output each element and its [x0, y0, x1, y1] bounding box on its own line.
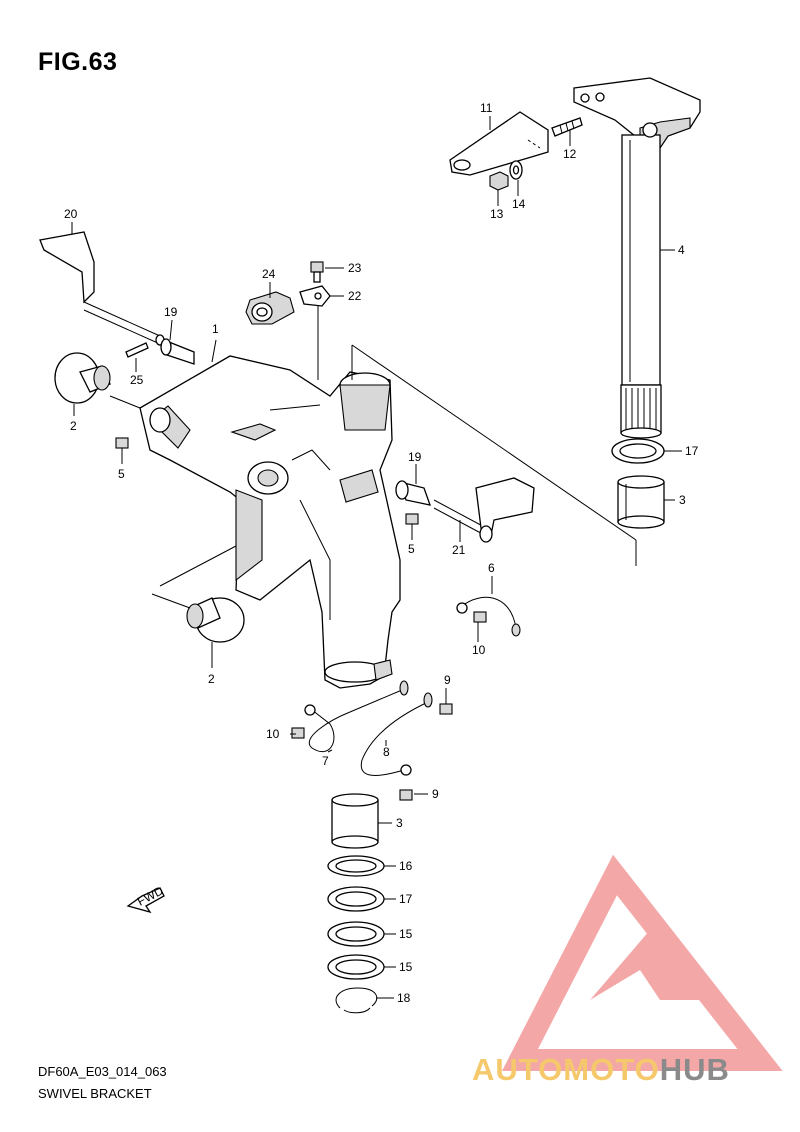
callout-12: 12 [563, 147, 577, 161]
callout-9-lower: 9 [432, 787, 439, 801]
callout-18: 18 [397, 991, 411, 1005]
bolt-9-lower [399, 789, 413, 801]
swivel-bracket [139, 355, 401, 689]
callout-13: 13 [490, 207, 504, 221]
washer-15-a [327, 921, 385, 947]
tilt-lever [39, 231, 165, 346]
callout-17-lower: 17 [399, 892, 413, 906]
ground-wire-7 [304, 680, 409, 753]
pin [125, 342, 149, 358]
bolt-23 [310, 261, 324, 283]
svg-text:AUTOMOTOHUB: AUTOMOTOHUB [472, 1052, 730, 1087]
callout-14: 14 [512, 197, 526, 211]
callout-1: 1 [212, 322, 219, 336]
callout-8: 8 [383, 745, 390, 759]
flange-bushing-lower [186, 597, 245, 643]
snap-ring-18 [335, 987, 378, 1014]
bolt-9-upper [439, 703, 453, 715]
callout-22: 22 [348, 289, 362, 303]
ground-wire-6 [456, 596, 521, 637]
callout-5-left: 5 [118, 467, 125, 481]
callout-23: 23 [348, 261, 362, 275]
callout-10-left: 10 [266, 727, 280, 741]
tilt-lever-right [433, 477, 535, 543]
callout-19-upper: 19 [164, 305, 178, 319]
stud-bolt [551, 117, 583, 137]
lower-bushing-3 [331, 793, 379, 849]
watermark-text-right: HUB [660, 1052, 730, 1087]
callout-2-lower: 2 [208, 672, 215, 686]
figure-title: FIG.63 [38, 48, 118, 76]
watermark-text-left: AUTOMOTO [472, 1052, 660, 1087]
bolt-10-left [291, 727, 305, 739]
steering-arm-bracket [449, 111, 549, 176]
tilt-lock-spring [245, 291, 295, 325]
figure-code: DF60A_E03_014_063 [38, 1064, 167, 1079]
callout-4: 4 [678, 243, 685, 257]
callout-labels: 1 2 2 3 3 4 5 5 6 7 8 9 9 10 10 11 12 13… [64, 101, 699, 1005]
callout-19-lower: 19 [408, 450, 422, 464]
nut [489, 171, 509, 191]
assembly-guide-lines [109, 344, 637, 609]
callout-7: 7 [322, 754, 329, 768]
callout-11: 11 [480, 101, 493, 115]
callout-10-right: 10 [472, 643, 486, 657]
ground-wire-8 [360, 692, 433, 776]
callout-9-upper: 9 [444, 673, 451, 687]
callout-17-upper: 17 [685, 444, 699, 458]
washer [509, 160, 523, 180]
figure-name: SWIVEL BRACKET [38, 1086, 152, 1101]
callout-3-lower: 3 [396, 816, 403, 830]
callout-15-b: 15 [399, 960, 413, 974]
watermark-logo [501, 854, 783, 1071]
steering-tube [573, 77, 701, 439]
clip-22 [299, 285, 331, 307]
callout-5-right: 5 [408, 542, 415, 556]
callout-16: 16 [399, 859, 413, 873]
upper-bushing-3 [617, 475, 665, 529]
washer-17-lower [327, 886, 385, 912]
grease-nipple-right [405, 513, 419, 525]
washer-15-b [327, 954, 385, 980]
grease-nipple-left [115, 437, 129, 449]
bushing-upper [160, 338, 195, 365]
fwd-direction-arrow: FWD [126, 883, 166, 914]
leader-lines [71, 116, 682, 999]
watermark-text: AUTOMOTOHUB [472, 1052, 730, 1087]
callout-15-a: 15 [399, 927, 413, 941]
callout-20: 20 [64, 207, 78, 221]
fwd-label: FWD [135, 883, 166, 908]
flange-bushing-upper [54, 352, 111, 404]
callout-21: 21 [452, 543, 466, 557]
bolt-10-right [473, 611, 487, 623]
callout-3-upper: 3 [679, 493, 686, 507]
callout-2-upper: 2 [70, 419, 77, 433]
upper-washer-17 [611, 438, 665, 464]
bushing-lower [395, 480, 431, 506]
washer-16 [327, 855, 385, 877]
callout-6: 6 [488, 561, 495, 575]
callout-24: 24 [262, 267, 276, 281]
callout-25: 25 [130, 373, 144, 387]
